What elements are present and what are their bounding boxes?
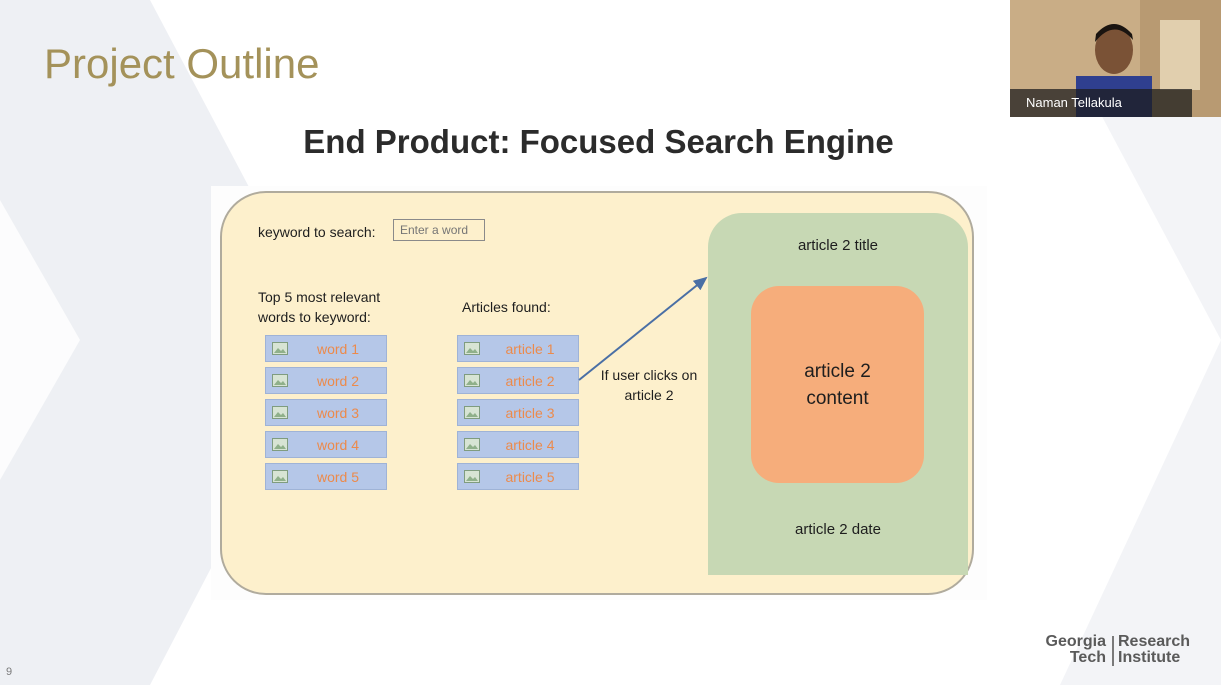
word-item[interactable]: word 5	[265, 463, 387, 490]
article-item[interactable]: article 3	[457, 399, 579, 426]
keyword-label: keyword to search:	[258, 224, 376, 240]
image-icon	[272, 438, 288, 451]
word-label: word 5	[316, 469, 360, 485]
article-item[interactable]: article 4	[457, 431, 579, 458]
slide-subtitle: End Product: Focused Search Engine	[303, 123, 894, 160]
article-content-text: article 2 content	[804, 361, 871, 409]
word-label: word 2	[316, 373, 360, 389]
article-label: article 4	[505, 437, 555, 453]
image-icon	[464, 438, 480, 451]
word-item[interactable]: word 4	[265, 431, 387, 458]
article-date: article 2 date	[795, 521, 881, 538]
word-label: word 4	[316, 437, 360, 453]
articles-found-label: Articles found:	[462, 299, 551, 315]
article-label: article 1	[505, 341, 555, 357]
webcam-video-tile[interactable]: Naman Tellakula	[1010, 0, 1221, 117]
article-content-box: article 2 content	[751, 286, 924, 483]
word-item[interactable]: word 1	[265, 335, 387, 362]
page-number: 9	[6, 666, 13, 678]
article-item[interactable]: article 1	[457, 335, 579, 362]
image-icon	[464, 342, 480, 355]
article-label: article 2	[505, 373, 555, 389]
arrow-icon	[578, 276, 708, 381]
slide-title: Project Outline	[44, 40, 320, 87]
word-item[interactable]: word 2	[265, 367, 387, 394]
article-item[interactable]: article 5	[457, 463, 579, 490]
participant-name: Naman Tellakula	[1010, 89, 1192, 117]
word-item[interactable]: word 3	[265, 399, 387, 426]
search-engine-mockup: keyword to search: Top 5 most relevant w…	[211, 186, 987, 600]
image-icon	[272, 374, 288, 387]
article-title: article 2 title	[797, 237, 879, 254]
image-icon	[464, 374, 480, 387]
image-icon	[272, 342, 288, 355]
image-icon	[272, 406, 288, 419]
article-label: article 3	[505, 405, 555, 421]
gtri-logo: Georgia Tech Research Institute	[1045, 633, 1191, 666]
mockup-frame: keyword to search: Top 5 most relevant w…	[220, 191, 974, 595]
word-label: word 3	[316, 405, 360, 421]
image-icon	[464, 406, 480, 419]
article-detail-panel: article 2 title article 2 content articl…	[708, 213, 968, 575]
image-icon	[464, 470, 480, 483]
article-label: article 5	[505, 469, 555, 485]
word-label: word 1	[316, 341, 360, 357]
click-annotation: If user clicks on article 2	[600, 367, 698, 403]
image-icon	[272, 470, 288, 483]
top-words-label: Top 5 most relevant words to keyword:	[258, 289, 381, 325]
article-item[interactable]: article 2	[457, 367, 579, 394]
keyword-input[interactable]	[393, 219, 485, 241]
